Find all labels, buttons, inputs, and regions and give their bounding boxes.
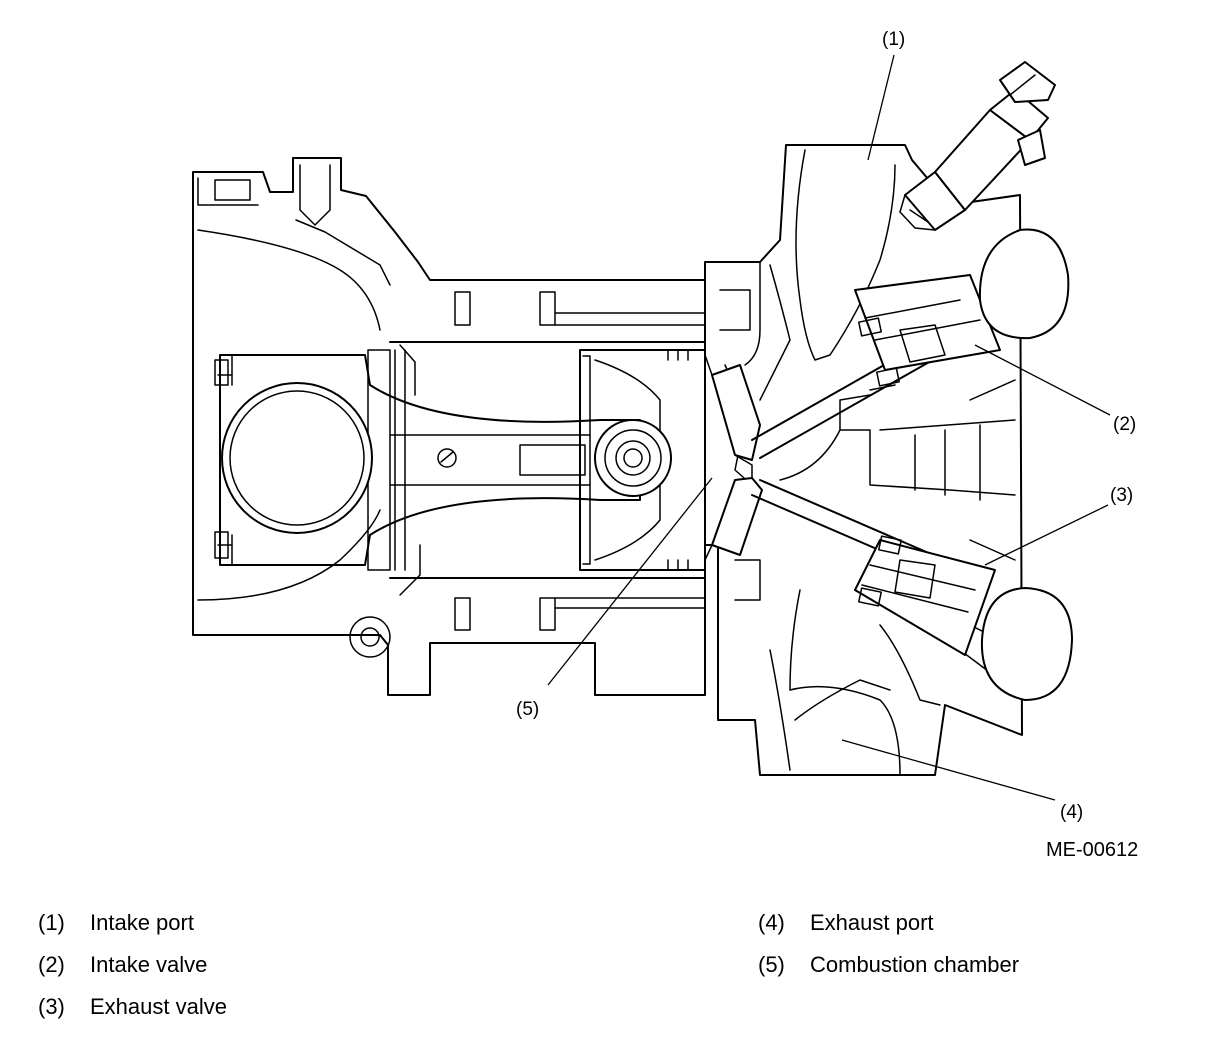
callout-4: (4)	[1060, 802, 1083, 823]
legend-item-exhaust-port: (4) Exhaust port	[758, 910, 934, 936]
leader-lines	[547, 54, 1111, 801]
cylinder-bore	[367, 341, 706, 579]
legend-number: (5)	[758, 952, 785, 977]
legend-number: (4)	[758, 910, 785, 935]
intake-port	[759, 149, 896, 401]
exhaust-valve	[711, 477, 996, 656]
intake-valve	[711, 274, 1001, 461]
callout-1: (1)	[882, 29, 905, 50]
legend-number: (3)	[38, 994, 65, 1019]
cylinder-block	[192, 157, 706, 696]
callout-5: (5)	[516, 699, 539, 720]
figure-id: ME-00612	[1046, 839, 1138, 861]
fuel-injector	[899, 61, 1056, 231]
legend: (1) Intake port (2) Intake valve (3) Exhaus…	[0, 900, 1216, 1040]
callout-2: (2)	[1113, 414, 1136, 435]
legend-item-intake-port: (1) Intake port	[38, 910, 194, 936]
camshaft-lobes	[978, 228, 1073, 701]
callout-3: (3)	[1110, 485, 1133, 506]
legend-label: Intake port	[90, 910, 194, 935]
legend-item-intake-valve: (2) Intake valve	[38, 952, 207, 978]
connecting-rod	[214, 354, 672, 566]
legend-label: Combustion chamber	[810, 952, 1020, 977]
legend-item-combustion-chamber: (5) Combustion chamber	[758, 952, 1019, 978]
exhaust-port	[789, 589, 901, 776]
legend-item-exhaust-valve: (3) Exhaust valve	[38, 994, 227, 1020]
legend-label: Intake valve	[90, 952, 208, 977]
legend-number: (2)	[38, 952, 65, 977]
combustion-chamber	[704, 354, 753, 561]
legend-label: Exhaust port	[810, 910, 934, 935]
engine-cross-section-diagram: (1) (2) (3) (4) (5) ME-00612	[192, 29, 1138, 861]
legend-number: (1)	[38, 910, 65, 935]
legend-label: Exhaust valve	[90, 994, 227, 1019]
